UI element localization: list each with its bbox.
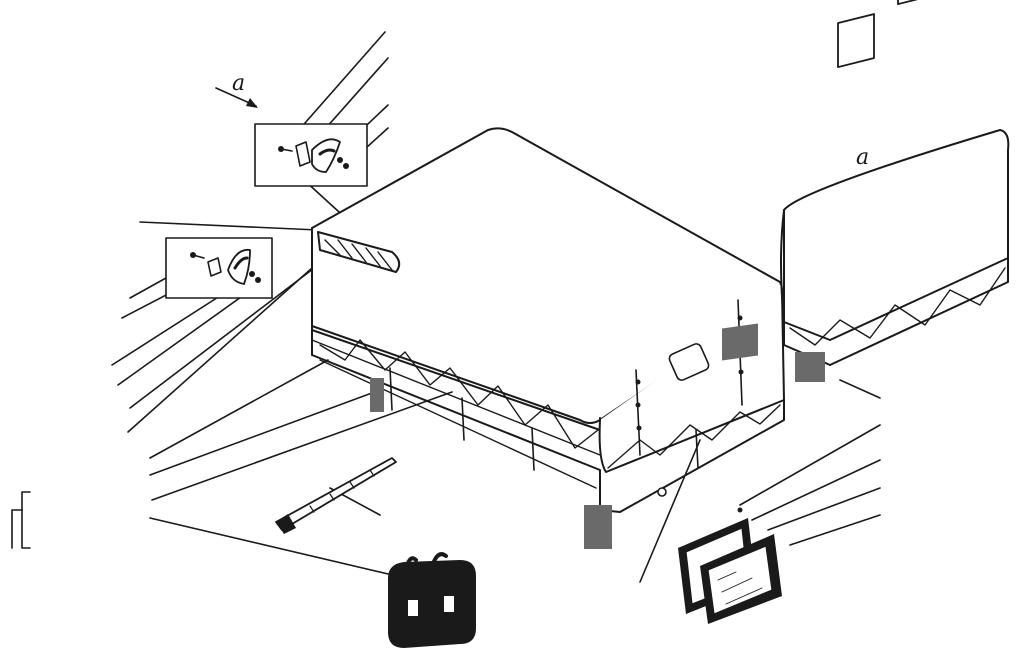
leader-line (839, 379, 881, 399)
leader-lines-right (639, 379, 881, 583)
window-panes (678, 507, 782, 624)
support-bracket-icon (370, 378, 384, 412)
clamp-detail (233, 256, 249, 270)
strap-pattern (309, 469, 375, 513)
leader-line (739, 424, 881, 506)
detail-box-top (254, 123, 368, 187)
side-window-icon (897, 0, 929, 6)
leader-line (149, 517, 406, 579)
detail-box-frame (165, 237, 273, 299)
leader-line (139, 221, 319, 231)
leader-line (127, 267, 313, 433)
tie-down-rope (607, 404, 781, 469)
washer-icon (337, 157, 343, 163)
pouch-buckle-icon (408, 600, 418, 616)
leader-line (751, 459, 881, 521)
edge-bracket-mark (11, 491, 31, 549)
pouch-handle-icon (402, 556, 418, 582)
detail-box-frame (254, 123, 368, 187)
leader-lines-left (111, 31, 453, 579)
bolt-shank (280, 148, 293, 152)
bracket-plate-icon (295, 141, 311, 167)
nut-icon (343, 163, 349, 169)
pouch-inner-border (397, 565, 469, 637)
window-pane-icon (707, 545, 773, 615)
leader-line (789, 514, 881, 546)
side-stakes (389, 367, 699, 471)
view-marker-label: a (232, 71, 245, 96)
view-a-body: a (780, 0, 1010, 382)
pouch-part (388, 552, 476, 648)
window-screw-icon (737, 507, 743, 513)
side-body-frame (783, 257, 1009, 366)
leader-line (149, 389, 381, 476)
view-arrow-head (246, 98, 258, 108)
washer-icon (249, 271, 255, 277)
nut-icon (255, 277, 261, 283)
side-mudflap-icon (795, 352, 825, 382)
side-tarpaulin (783, 129, 1010, 341)
rear-window-icon (668, 343, 710, 381)
strap-buckle-icon (276, 514, 296, 534)
front-bow-frame (317, 231, 401, 273)
leader-line (767, 487, 881, 531)
hitch-icon (657, 487, 667, 497)
leader-line (151, 391, 453, 501)
detail-box-left (165, 237, 273, 299)
bolt-shank (192, 254, 205, 259)
front-bow-hatching (324, 239, 393, 271)
strap-part (275, 457, 397, 534)
clamp-detail (318, 148, 336, 156)
side-tarpaulin-front (780, 209, 785, 323)
leader-line (117, 281, 263, 386)
leader-line (149, 359, 329, 459)
pouch-body-icon (388, 560, 476, 648)
view-caption-label: a (856, 145, 869, 170)
mudflap-icon (722, 323, 758, 361)
strap-icon (275, 457, 397, 531)
rail-line (319, 359, 597, 489)
tie-down-rope (319, 339, 599, 449)
rail-line (311, 339, 601, 456)
mudflap-icon (584, 505, 612, 549)
pouch-buckle-icon (444, 596, 454, 612)
side-window-icon (837, 13, 875, 68)
view-arrow: a (215, 71, 258, 108)
side-tie-down-rope (789, 267, 1006, 346)
truck-body-main (311, 127, 785, 549)
clamp-icon (311, 138, 341, 173)
pouch-handle-icon (428, 552, 448, 576)
bracket-plate-icon (207, 257, 222, 277)
window-glass-hatch (717, 571, 763, 605)
leader-line (639, 439, 701, 583)
